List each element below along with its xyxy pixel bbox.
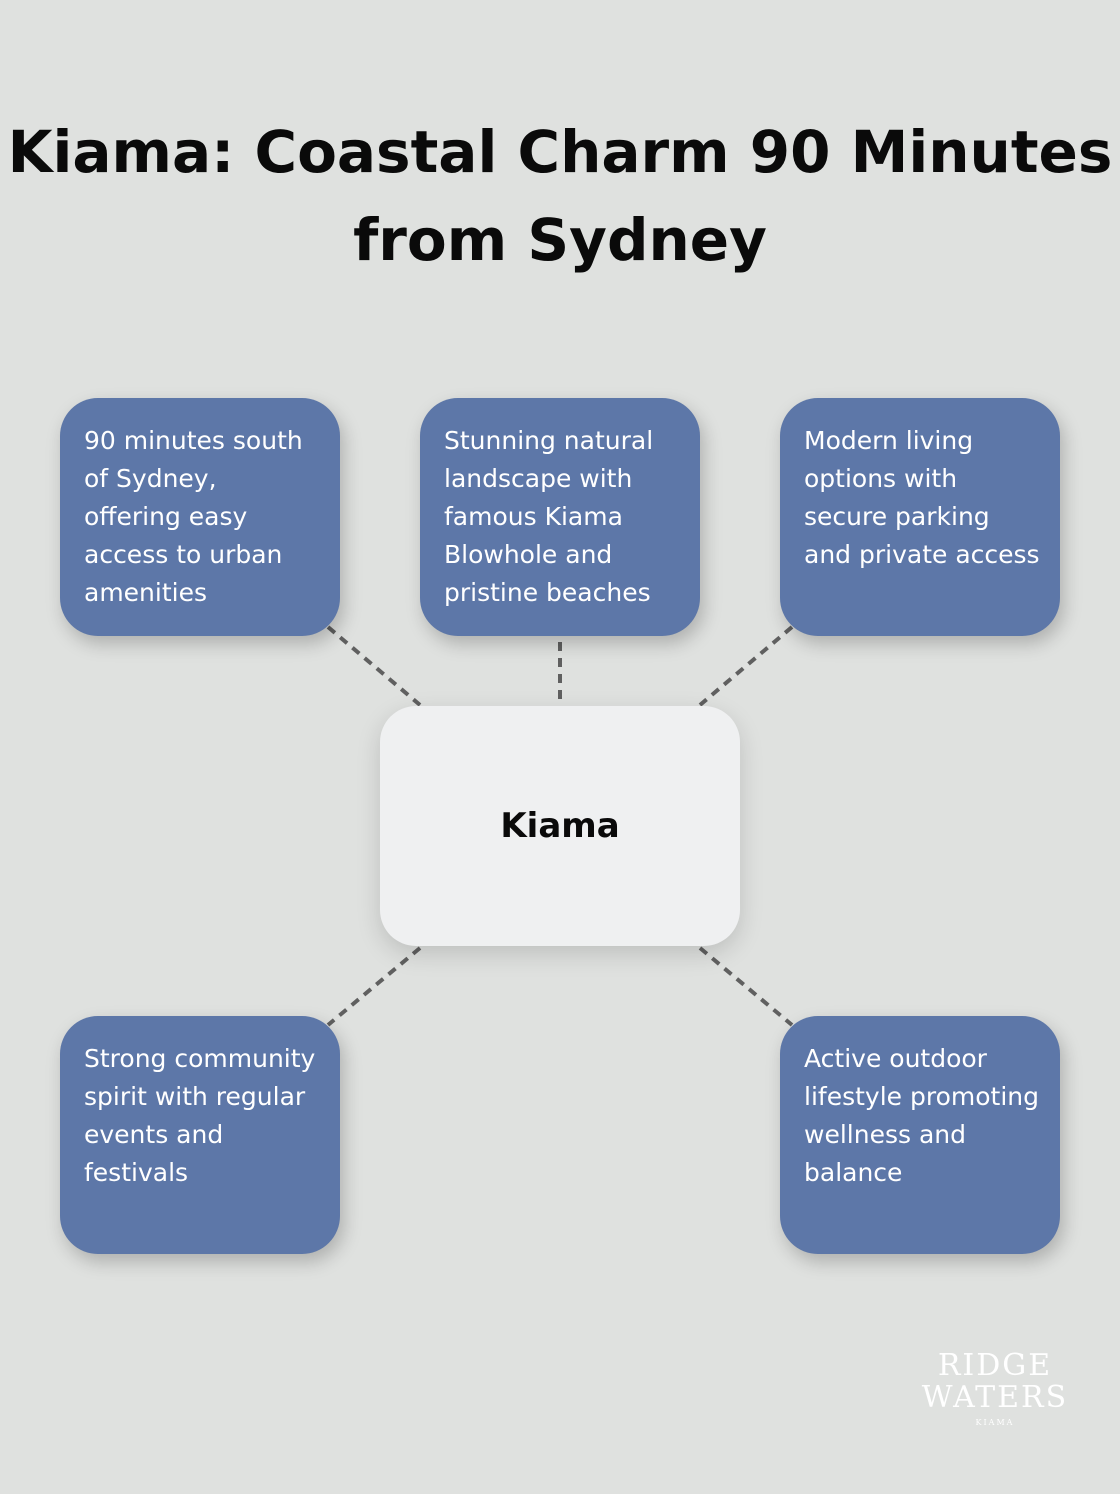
logo-line-3: KIAMA (975, 1418, 1015, 1427)
node-location: 90 minutes south of Sydney, offering eas… (60, 398, 340, 636)
node-modern-living: Modern living options with secure parkin… (780, 398, 1060, 636)
node-outdoor-lifestyle: Active outdoor lifestyle promoting welln… (780, 1016, 1060, 1254)
center-node: Kiama (380, 706, 740, 946)
connector-top-left (326, 625, 422, 707)
connector-top-right (698, 625, 794, 707)
node-community: Strong community spirit with regular eve… (60, 1016, 340, 1254)
connector-bottom-left (326, 946, 422, 1027)
logo-line-2: WATERS (921, 1380, 1069, 1415)
connector-bottom-right (698, 946, 794, 1027)
ridge-waters-logo: RIDGE WATERS KIAMA (920, 1348, 1070, 1428)
node-landscape: Stunning natural landscape with famous K… (420, 398, 700, 636)
page-title: Kiama: Coastal Charm 90 Minutes from Syd… (7, 118, 1113, 274)
logo-line-1: RIDGE (937, 1348, 1053, 1383)
